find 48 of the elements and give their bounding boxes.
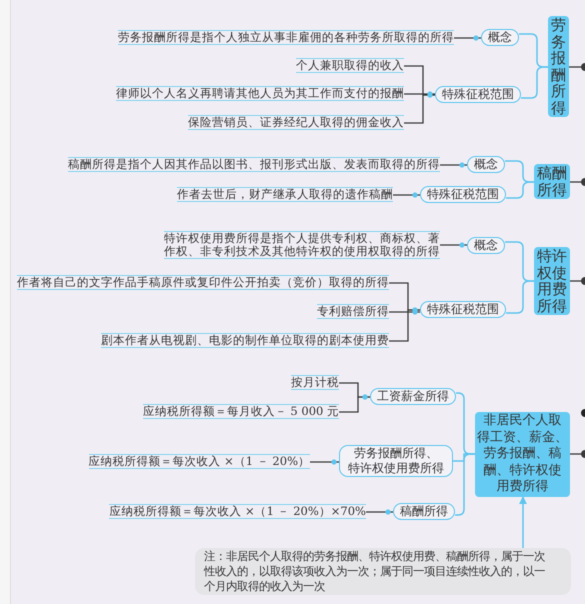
brace-connector xyxy=(521,66,548,99)
leaf-topic: 特许权使用费所得是指个人提供专利权、商标权、著作权、非专利技术及其他特许权的使用权取得的所得 xyxy=(164,231,440,259)
leaf-topic: 应纳税所得额＝每次收入 ×（1 － 20%）×70% xyxy=(109,504,366,519)
connector-line xyxy=(389,307,420,342)
connector-line xyxy=(454,35,481,41)
subtopic-node: 劳务报酬所得、特许权使用费所得 xyxy=(339,445,453,477)
leaf-topic: 个人兼职取得的收入 xyxy=(296,58,404,73)
leaf-topic: 剧本作者从电视剧、电影的制作单位取得的剧本使用费 xyxy=(101,333,389,348)
leaf-topic: 保险营销员、证券经纪人取得的佣金收入 xyxy=(188,115,404,130)
leaf-topic: 应纳税所得额＝每次收入 ×（1 － 20%） xyxy=(88,454,310,469)
subtopic-node: 概念 xyxy=(467,237,505,254)
leaf-topic: 作者将自己的文字作品手稿原件或复印件公开拍卖（竞价）取得的所得 xyxy=(17,275,389,290)
connector-line xyxy=(570,277,585,285)
connector-line xyxy=(570,178,585,186)
subtopic-node: 特殊征税范围 xyxy=(420,301,506,318)
leaf-topic: 应纳税所得额＝每月收入－ 5 000 元 xyxy=(142,404,339,419)
connector-line xyxy=(393,192,420,198)
connector-line xyxy=(366,509,393,515)
main-topic-box: 劳务报酬所得 xyxy=(548,16,569,117)
brace-connector xyxy=(506,181,534,199)
arrow xyxy=(519,496,527,548)
connector-line xyxy=(440,242,467,248)
connector-line xyxy=(339,394,370,413)
main-topic-box: 非居民个人取得工资、薪金、劳务报酬、稿酬、特许权使用费所得 xyxy=(475,412,570,497)
subtopic-node: 稿酬所得 xyxy=(393,503,455,520)
subtopic-node: 概念 xyxy=(467,156,505,173)
leaf-topic: 稿酬所得是指个人因其作品以图书、报刊形式出版、发表而取得的所得 xyxy=(68,157,440,172)
connector-line xyxy=(569,63,585,71)
leaf-topic: 按月计税 xyxy=(291,375,339,390)
leaf-topic: 劳务报酬所得是指个人独立从事非雇佣的各种劳务所取得的所得 xyxy=(118,30,454,45)
note-box: 注：非居民个人取得的劳务报酬、特许权使用费、稿酬所得，属于一次性收入的，以取得该项收入为一次；属于同一项目连续性收入的，以一个月内取得的收入为一次 xyxy=(195,548,571,595)
connector-line xyxy=(310,459,339,465)
main-topic-box: 特许权使用费所得 xyxy=(534,247,570,315)
leaf-topic: 专利赔偿所得 xyxy=(317,304,389,319)
subtopic-node: 概念 xyxy=(481,29,519,46)
brace-connector xyxy=(506,280,534,314)
connector-line xyxy=(404,92,435,124)
connector-line xyxy=(404,91,435,97)
connector-line xyxy=(440,162,467,168)
leaf-topic: 作者去世后，财产继承人取得的遗作稿酬 xyxy=(177,187,393,202)
connector-line xyxy=(389,309,420,315)
subtopic-node: 工资薪金所得 xyxy=(370,388,456,405)
main-topic-box: 稿酬所得 xyxy=(534,164,570,199)
subtopic-node: 特殊征税范围 xyxy=(420,186,506,203)
brace-connector xyxy=(455,453,475,516)
leaf-topic: 律师以个人名义再聘请其他人员为其工作而支付的报酬 xyxy=(116,86,404,101)
connector-line xyxy=(570,450,585,458)
subtopic-node: 特殊征税范围 xyxy=(435,86,521,103)
